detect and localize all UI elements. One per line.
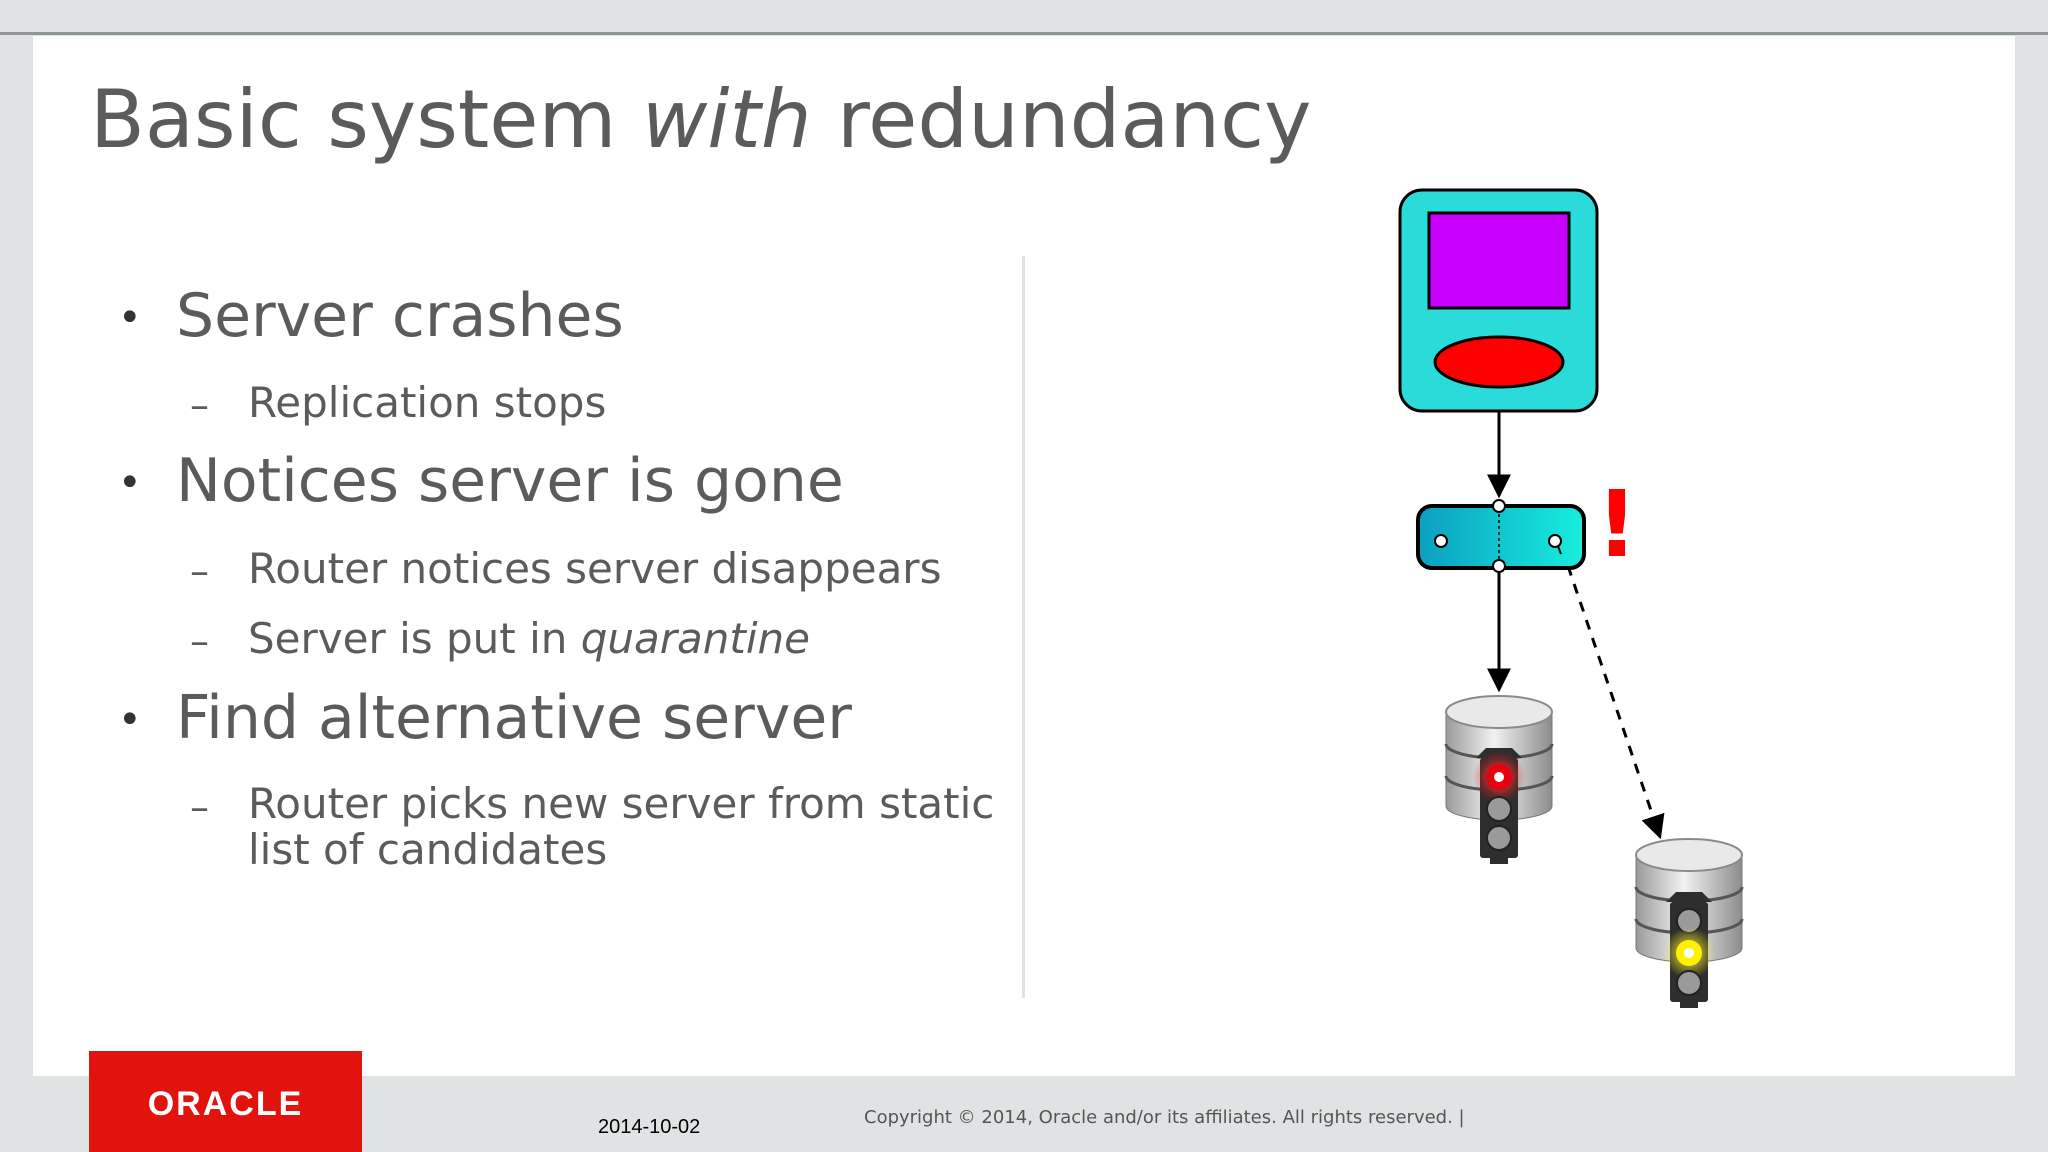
title-emphasis: with (641, 73, 812, 166)
router-to-alternative-server-arrow (1566, 565, 1665, 840)
client-application-icon (1398, 188, 1599, 413)
oracle-logo-text: ORACLE (147, 1085, 304, 1123)
alternative-database-server (1634, 838, 1744, 1008)
sub-bullet-router-notices: Router notices server disappears (248, 544, 942, 593)
sub-bullet-router-picks-line2: list of candidates (248, 825, 608, 874)
quarantine-prefix: Server is put in (248, 614, 581, 663)
footer-copyright: Copyright © 2014, Oracle and/or its affi… (864, 1107, 1465, 1128)
top-rule (0, 32, 2048, 35)
sub-bullet-router-picks: Router picks new server from static (248, 779, 995, 828)
sub-bullet-marker: – (190, 785, 209, 829)
sub-bullet-marker: – (190, 619, 209, 663)
oracle-logo: ORACLE (89, 1051, 362, 1152)
title-suffix: redundancy (811, 73, 1312, 166)
sub-bullet-replication-stops: Replication stops (248, 378, 607, 427)
slide-title: Basic system with redundancy (90, 72, 1311, 168)
bullet-notices-server-gone: Notices server is gone (176, 446, 844, 516)
sub-bullet-marker: – (190, 383, 209, 427)
alert-icon: ! (1596, 471, 1638, 578)
bullet-marker: • (118, 295, 142, 341)
title-prefix: Basic system (90, 73, 642, 166)
bullet-list: • Server crashes – Replication stops • N… (0, 0, 1020, 1152)
bullet-server-crashes: Server crashes (176, 281, 624, 351)
bullet-find-alternative: Find alternative server (176, 683, 852, 753)
sub-bullet-marker: – (190, 549, 209, 593)
quarantine-emphasis: quarantine (580, 614, 810, 663)
bullet-marker: • (118, 460, 142, 506)
traffic-light-icon (1473, 748, 1525, 864)
redundancy-diagram: ! (1398, 188, 1744, 1008)
footer-date: 2014-10-02 (598, 1116, 701, 1138)
router-icon (1416, 499, 1586, 573)
sub-bullet-quarantine: Server is put in quarantine (248, 615, 810, 662)
failed-database-server (1444, 695, 1554, 864)
column-divider (1022, 256, 1025, 998)
traffic-light-icon (1663, 892, 1715, 1008)
bullet-marker: • (118, 697, 142, 743)
